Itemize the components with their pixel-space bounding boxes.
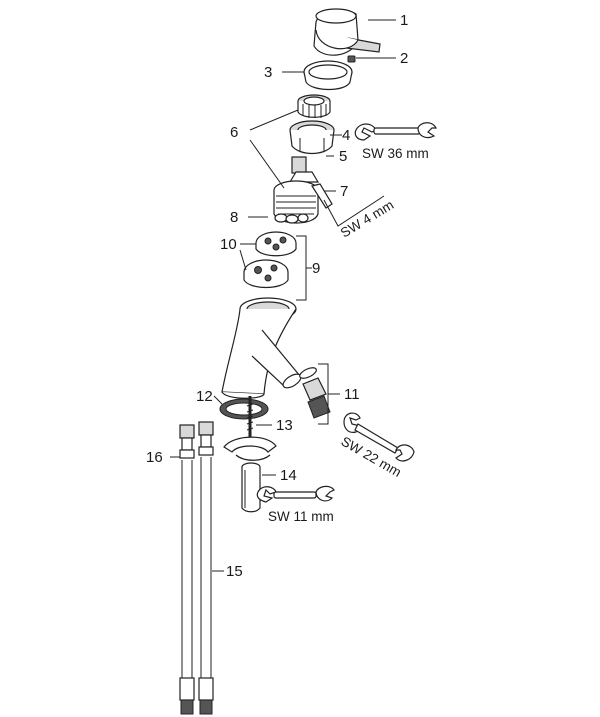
label-tool-sw36: SW 36 mm [362,146,429,161]
part-6-threaded-nut [297,94,331,118]
part-11-aerator [299,367,331,419]
spanner-sw22-icon [343,412,415,462]
part-4-5-hex-nut [289,120,335,155]
label-part-16: 16 [146,449,163,466]
label-part-12: 12 [196,388,213,405]
label-tool-sw11: SW 11 mm [268,509,334,524]
label-part-1: 1 [400,12,408,29]
spanner-sw36-icon [354,122,437,141]
leader-lines [170,19,396,572]
label-part-15: 15 [226,563,243,580]
label-part-2: 2 [400,50,408,67]
label-part-13: 13 [276,417,293,434]
part-14-fixing-washer [223,436,277,461]
label-part-8: 8 [230,209,238,226]
label-part-7: 7 [340,183,348,200]
part-8-o-rings [274,213,309,224]
part-9-10-ceramic-discs [243,231,297,289]
part-14-fixing-nut [241,462,261,513]
part-3-cover-ring [303,60,353,91]
faucet-body [221,297,302,399]
label-part-14: 14 [280,467,297,484]
part-2-grub-screw [347,55,356,63]
label-part-9: 9 [312,260,320,277]
part-15-16-hoses [179,421,214,715]
part-12-gasket [219,398,269,420]
part-1-handle-lever [313,8,381,56]
spanner-sw11-icon [256,485,335,503]
label-part-3: 3 [264,64,272,81]
part-7-screw [311,183,333,209]
label-tool-sw4: SW 4 mm [338,197,397,240]
label-part-5: 5 [339,148,347,165]
label-part-10: 10 [220,236,237,253]
part-13-threaded-stud [246,396,254,438]
label-part-11: 11 [344,386,360,403]
label-tool-sw22: SW 22 mm [339,434,404,480]
label-part-4: 4 [342,127,350,144]
label-part-6: 6 [230,124,238,141]
allen-key-sw4 [323,195,385,227]
part-6-cartridge [273,156,320,224]
